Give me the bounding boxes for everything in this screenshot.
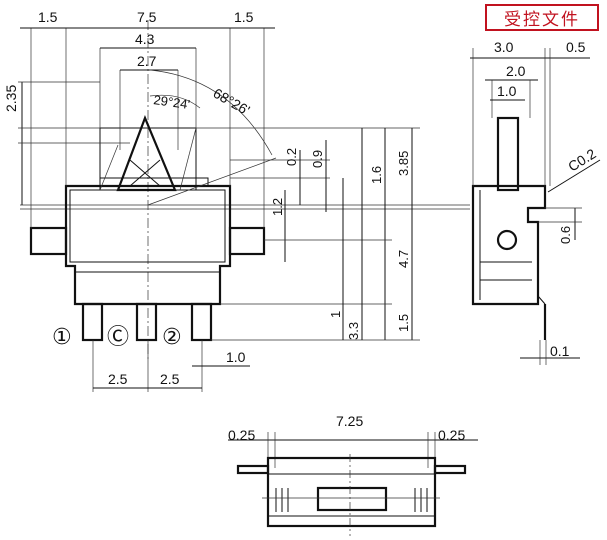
dim-0-9: 0.9 [310,150,325,168]
controlled-document-stamp: 受控文件 [485,4,599,31]
dim-2-7: 2.7 [137,53,157,69]
side-dim-3-0: 3.0 [494,39,514,55]
side-dim-0-6: 0.6 [558,226,573,244]
dim-1-5: 1.5 [396,314,411,332]
side-dim-1-0: 1.0 [497,83,517,99]
dim-1-0: 1.0 [226,349,246,365]
pin-label-1: ① [52,324,72,349]
pin-label-2: ② [162,324,182,349]
plan-dim-0-25-right: 0.25 [438,427,465,443]
dim-7-5: 7.5 [137,9,157,25]
side-dim-0-1: 0.1 [550,343,570,359]
dim-1-6: 1.6 [369,166,384,184]
dim-4-3: 4.3 [135,31,155,47]
side-view: 3.0 0.5 2.0 1.0 C0.2 0.6 0.1 [470,39,601,365]
dim-4-7: 4.7 [396,250,411,268]
dim-3-85: 3.85 [396,151,411,176]
dim-1: 1 [328,311,343,318]
front-view: 1.5 7.5 1.5 4.3 2.7 29°24' 68°26' 2.35 0… [3,9,470,392]
dim-3-3: 3.3 [346,322,361,340]
dim-1-5-left: 1.5 [38,9,58,25]
side-dim-2-0: 2.0 [506,63,526,79]
angle-29-24: 29°24' [153,92,191,112]
dim-2-5-left: 2.5 [108,371,128,387]
pin-label-c: Ⓒ [107,324,129,349]
dim-1-2: 1.2 [270,198,285,216]
plan-dim-0-25-left: 0.25 [228,427,255,443]
plan-view: 7.25 0.25 0.25 [228,413,478,536]
side-dim-c0-2: C0.2 [565,145,599,174]
plan-dim-7-25: 7.25 [336,413,363,429]
dim-0-2: 0.2 [284,148,299,166]
angle-68-26: 68°26' [211,85,253,119]
dim-2-35: 2.35 [3,85,19,112]
side-dim-0-5: 0.5 [566,39,586,55]
dim-1-5-right: 1.5 [234,9,254,25]
dim-2-5-right: 2.5 [160,371,180,387]
